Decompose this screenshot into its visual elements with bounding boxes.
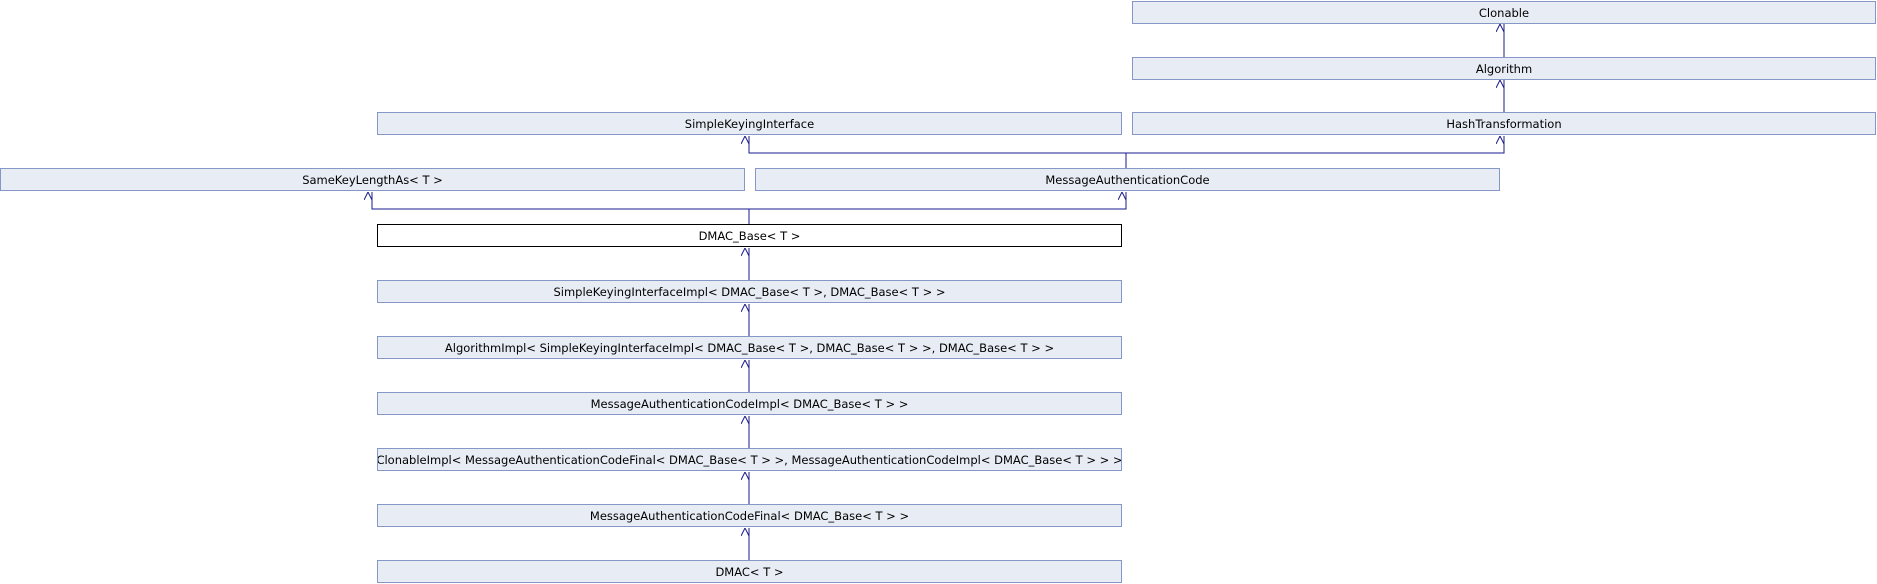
node-label: HashTransformation [1446, 116, 1562, 131]
node-label: SameKeyLengthAs< T > [302, 172, 443, 187]
node-message-authentication-code[interactable]: MessageAuthenticationCode [755, 168, 1500, 191]
node-label: DMAC< T > [715, 564, 784, 579]
node-label: Algorithm [1475, 61, 1533, 76]
node-dmac-base[interactable]: DMAC_Base< T > [377, 224, 1122, 247]
node-message-authentication-code-final[interactable]: MessageAuthenticationCodeFinal< DMAC_Bas… [377, 504, 1122, 527]
node-label: AlgorithmImpl< SimpleKeyingInterfaceImpl… [444, 340, 1055, 355]
node-label: MessageAuthenticationCodeImpl< DMAC_Base… [590, 396, 909, 411]
node-dmac[interactable]: DMAC< T > [377, 560, 1122, 583]
node-label: MessageAuthenticationCode [1045, 172, 1210, 187]
node-label: MessageAuthenticationCodeFinal< DMAC_Bas… [589, 508, 910, 523]
node-hash-transformation[interactable]: HashTransformation [1132, 112, 1876, 135]
node-algorithm[interactable]: Algorithm [1132, 57, 1876, 80]
edge-dmacbase-to-samekeylengthas [372, 192, 750, 224]
node-label: SimpleKeyingInterface [684, 116, 815, 131]
edge-mac-to-simplekeyinginterface [749, 136, 1127, 168]
node-label: ClonableImpl< MessageAuthenticationCodeF… [377, 452, 1122, 467]
node-same-key-length-as[interactable]: SameKeyLengthAs< T > [0, 168, 745, 191]
node-simple-keying-interface[interactable]: SimpleKeyingInterface [377, 112, 1122, 135]
node-label: DMAC_Base< T > [698, 228, 801, 243]
node-algorithm-impl[interactable]: AlgorithmImpl< SimpleKeyingInterfaceImpl… [377, 336, 1122, 359]
node-label: SimpleKeyingInterfaceImpl< DMAC_Base< T … [553, 284, 946, 299]
node-simple-keying-interface-impl[interactable]: SimpleKeyingInterfaceImpl< DMAC_Base< T … [377, 280, 1122, 303]
node-clonable-impl[interactable]: ClonableImpl< MessageAuthenticationCodeF… [377, 448, 1122, 471]
node-message-authentication-code-impl[interactable]: MessageAuthenticationCodeImpl< DMAC_Base… [377, 392, 1122, 415]
edge-dmacbase-to-mac [749, 192, 1127, 210]
edge-mac-to-hashtransformation [1126, 136, 1505, 154]
node-label: Clonable [1478, 5, 1530, 20]
node-clonable[interactable]: Clonable [1132, 1, 1876, 24]
